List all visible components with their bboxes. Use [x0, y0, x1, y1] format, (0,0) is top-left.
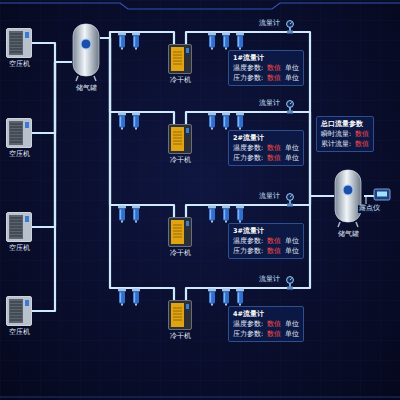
- tank-icon: [334, 168, 362, 228]
- parameter-text: 温度参数:: [233, 237, 263, 245]
- branch-fittings: [118, 101, 293, 130]
- device-label: 流量计: [258, 100, 281, 108]
- tank-icon: [72, 22, 100, 82]
- comp-icon: [6, 296, 32, 326]
- parameter-text: 瞬时流量:: [321, 130, 351, 138]
- node-label: 储气罐: [324, 230, 372, 238]
- device-label: 流量计: [258, 276, 281, 284]
- node-label: 空压机: [0, 150, 42, 158]
- parameter-text: 压力参数:: [233, 74, 263, 82]
- refrigerated-dryer: 冷干机: [168, 44, 192, 84]
- parameter-text: 单位: [285, 74, 299, 82]
- parameter-text: 单位: [285, 330, 299, 338]
- comp-icon: [6, 118, 32, 148]
- flowmeter-panel: 1#流量计温度参数:数值单位压力参数:数值单位: [228, 50, 304, 86]
- air-compressor: 空压机: [6, 212, 32, 252]
- refrigerated-dryer: 冷干机: [168, 300, 192, 340]
- dryer-icon: [168, 217, 192, 247]
- refrigerated-dryer: 冷干机: [168, 124, 192, 164]
- parameter-text: 累计流量:: [321, 140, 351, 148]
- parameter-text: 压力参数:: [233, 330, 263, 338]
- parameter-text: 温度参数:: [233, 64, 263, 72]
- dryer-icon: [168, 300, 192, 330]
- main-flow-panel: 总口流量参数瞬时流量: 数值累计流量: 数值: [316, 116, 374, 152]
- parameter-text: 单位: [285, 247, 299, 255]
- branch-fittings: [118, 277, 293, 306]
- comp-icon: [6, 28, 32, 58]
- air-pipe: [32, 43, 72, 62]
- parameter-text: 数值: [355, 140, 369, 148]
- device-label: 流量计: [258, 193, 281, 201]
- air-pipe: [186, 196, 334, 300]
- air-compressor: 空压机: [6, 28, 32, 68]
- node-label: 空压机: [0, 328, 42, 336]
- air-pipe: [100, 38, 174, 300]
- node-label: 冷干机: [158, 332, 202, 340]
- parameter-text: 单位: [285, 320, 299, 328]
- parameter-text: 数值: [267, 247, 281, 255]
- dew-point-meter: [364, 189, 390, 204]
- parameter-text: 温度参数:: [233, 144, 263, 152]
- panel-title: 4#流量计: [233, 310, 299, 318]
- header-frame: [0, 3, 400, 9]
- parameter-text: 数值: [267, 64, 281, 72]
- node-label: 冷干机: [158, 156, 202, 164]
- parameter-text: 数值: [267, 74, 281, 82]
- parameter-text: 数值: [267, 144, 281, 152]
- parameter-text: 温度参数:: [233, 320, 263, 328]
- flowmeter-panel: 3#流量计温度参数:数值单位压力参数:数值单位: [228, 223, 304, 259]
- flowmeter-panel: 2#流量计温度参数:数值单位压力参数:数值单位: [228, 130, 304, 166]
- panel-title: 3#流量计: [233, 227, 299, 235]
- panel-title: 总口流量参数: [321, 120, 369, 128]
- panel-title: 1#流量计: [233, 54, 299, 62]
- flowmeter-panel: 4#流量计温度参数:数值单位压力参数:数值单位: [228, 306, 304, 342]
- parameter-text: 数值: [267, 237, 281, 245]
- parameter-text: 单位: [285, 144, 299, 152]
- air-tank: 储气罐: [334, 168, 362, 238]
- air-compressor: 空压机: [6, 118, 32, 158]
- parameter-text: 数值: [267, 330, 281, 338]
- parameter-text: 数值: [267, 154, 281, 162]
- air-compressor: 空压机: [6, 296, 32, 336]
- air-pipe: [32, 62, 72, 133]
- parameter-text: 单位: [285, 154, 299, 162]
- node-label: 空压机: [0, 60, 42, 68]
- panel-title: 2#流量计: [233, 134, 299, 142]
- parameter-text: 数值: [267, 320, 281, 328]
- parameter-text: 数值: [355, 130, 369, 138]
- air-pipe: [186, 32, 334, 196]
- parameter-text: 压力参数:: [233, 247, 263, 255]
- node-label: 冷干机: [158, 249, 202, 257]
- node-label: 空压机: [0, 244, 42, 252]
- parameter-text: 单位: [285, 64, 299, 72]
- device-label: 露点仪: [358, 205, 381, 213]
- air-tank: 储气罐: [72, 22, 100, 92]
- air-pipe: [186, 112, 334, 196]
- device-label: 流量计: [258, 20, 281, 28]
- node-label: 冷干机: [158, 76, 202, 84]
- air-pipe: [32, 62, 72, 311]
- parameter-text: 压力参数:: [233, 154, 263, 162]
- branch-fittings: [118, 194, 293, 223]
- parameter-text: 单位: [285, 237, 299, 245]
- dryer-icon: [168, 124, 192, 154]
- node-label: 储气罐: [62, 84, 110, 92]
- dryer-icon: [168, 44, 192, 74]
- refrigerated-dryer: 冷干机: [168, 217, 192, 257]
- branch-fittings: [118, 21, 293, 50]
- air-pipe: [32, 62, 72, 227]
- footer-frame: [0, 397, 400, 398]
- comp-icon: [6, 212, 32, 242]
